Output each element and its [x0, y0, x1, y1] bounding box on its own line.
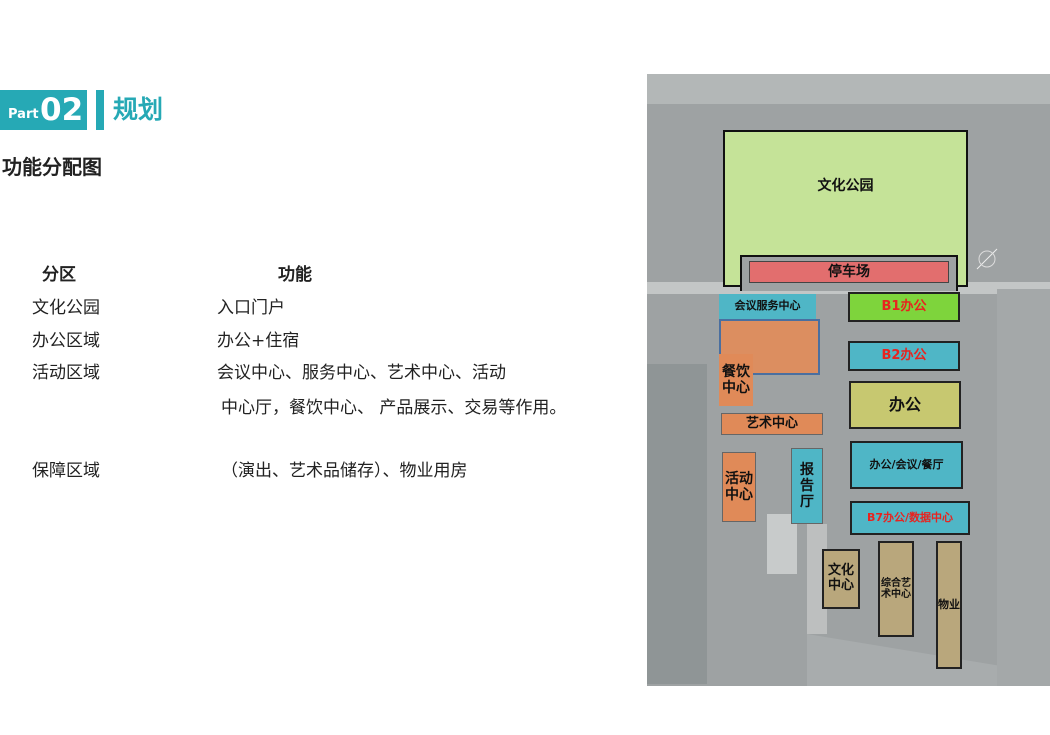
zone-dining: 餐饮中心	[719, 354, 753, 406]
zone-label: 文化中心	[827, 563, 854, 593]
page-subtitle: 功能分配图	[2, 155, 102, 179]
zone-label: 停车场	[828, 263, 870, 280]
table-cell-function: 会议中心、服务中心、艺术中心、活动	[217, 363, 506, 383]
zone-activity-center: 活动中心	[722, 452, 756, 522]
zone-label: 文化公园	[817, 178, 874, 194]
zone-label: 报告厅	[800, 461, 814, 511]
zone-label: B1办公	[881, 298, 927, 314]
zone-label: 餐饮中心	[722, 363, 750, 396]
table-header-function: 功能	[278, 265, 312, 285]
zone-label: 活动中心	[725, 470, 753, 503]
zone-label: 综合艺术中心	[881, 577, 911, 601]
table-cell-zone: 文化公园	[32, 298, 100, 318]
zone-b1-office: B1办公	[848, 292, 960, 322]
zone-office-meeting-dining: 办公/会议/餐厅	[850, 441, 963, 489]
zone-label: 艺术中心	[745, 415, 798, 431]
section-title: 规划	[113, 95, 164, 124]
title-accent-bar	[96, 90, 104, 130]
zone-property: 物业	[936, 541, 962, 669]
table-header-zone: 分区	[42, 265, 76, 285]
part-badge: Part 02	[0, 90, 87, 130]
table-cell-function: 办公+住宿	[217, 331, 300, 351]
zone-comprehensive-art: 综合艺术中心	[878, 541, 914, 637]
part-label: Part	[8, 107, 39, 122]
zone-label: 物业	[938, 597, 960, 611]
zone-label: B2办公	[881, 347, 927, 363]
zone-office: 办公	[849, 381, 961, 429]
zone-b2-office: B2办公	[848, 341, 960, 371]
table-cell-function: （演出、艺术品储存）、物业用房	[221, 461, 468, 481]
zone-label: 办公/会议/餐厅	[869, 457, 944, 471]
table-cell-zone: 办公区域	[32, 331, 100, 351]
site-plan-map: 文化公园 停车场 会议服务中心 餐饮中心 艺术中心 活动中心 报告厅 B1办公 …	[647, 74, 1050, 686]
table-cell-function: 入口门户	[217, 298, 285, 318]
table-cell-function-cont: 中心厅，餐饮中心、 产品展示、交易等作用。	[221, 398, 567, 418]
zone-label: B7办公/数据中心	[866, 510, 954, 524]
zone-report-hall: 报告厅	[791, 448, 823, 524]
zone-art-center: 艺术中心	[721, 413, 823, 435]
part-number: 02	[40, 92, 84, 128]
zone-parking: 停车场	[749, 261, 949, 283]
zone-label: 办公	[888, 394, 921, 414]
zone-label: 会议服务中心	[734, 299, 801, 313]
table-cell-zone: 保障区域	[32, 461, 100, 481]
zone-conference-center: 会议服务中心	[719, 294, 816, 319]
zone-b7-data-center: B7办公/数据中心	[850, 501, 970, 535]
table-cell-zone: 活动区域	[32, 363, 100, 383]
zone-culture-center: 文化中心	[822, 549, 860, 609]
